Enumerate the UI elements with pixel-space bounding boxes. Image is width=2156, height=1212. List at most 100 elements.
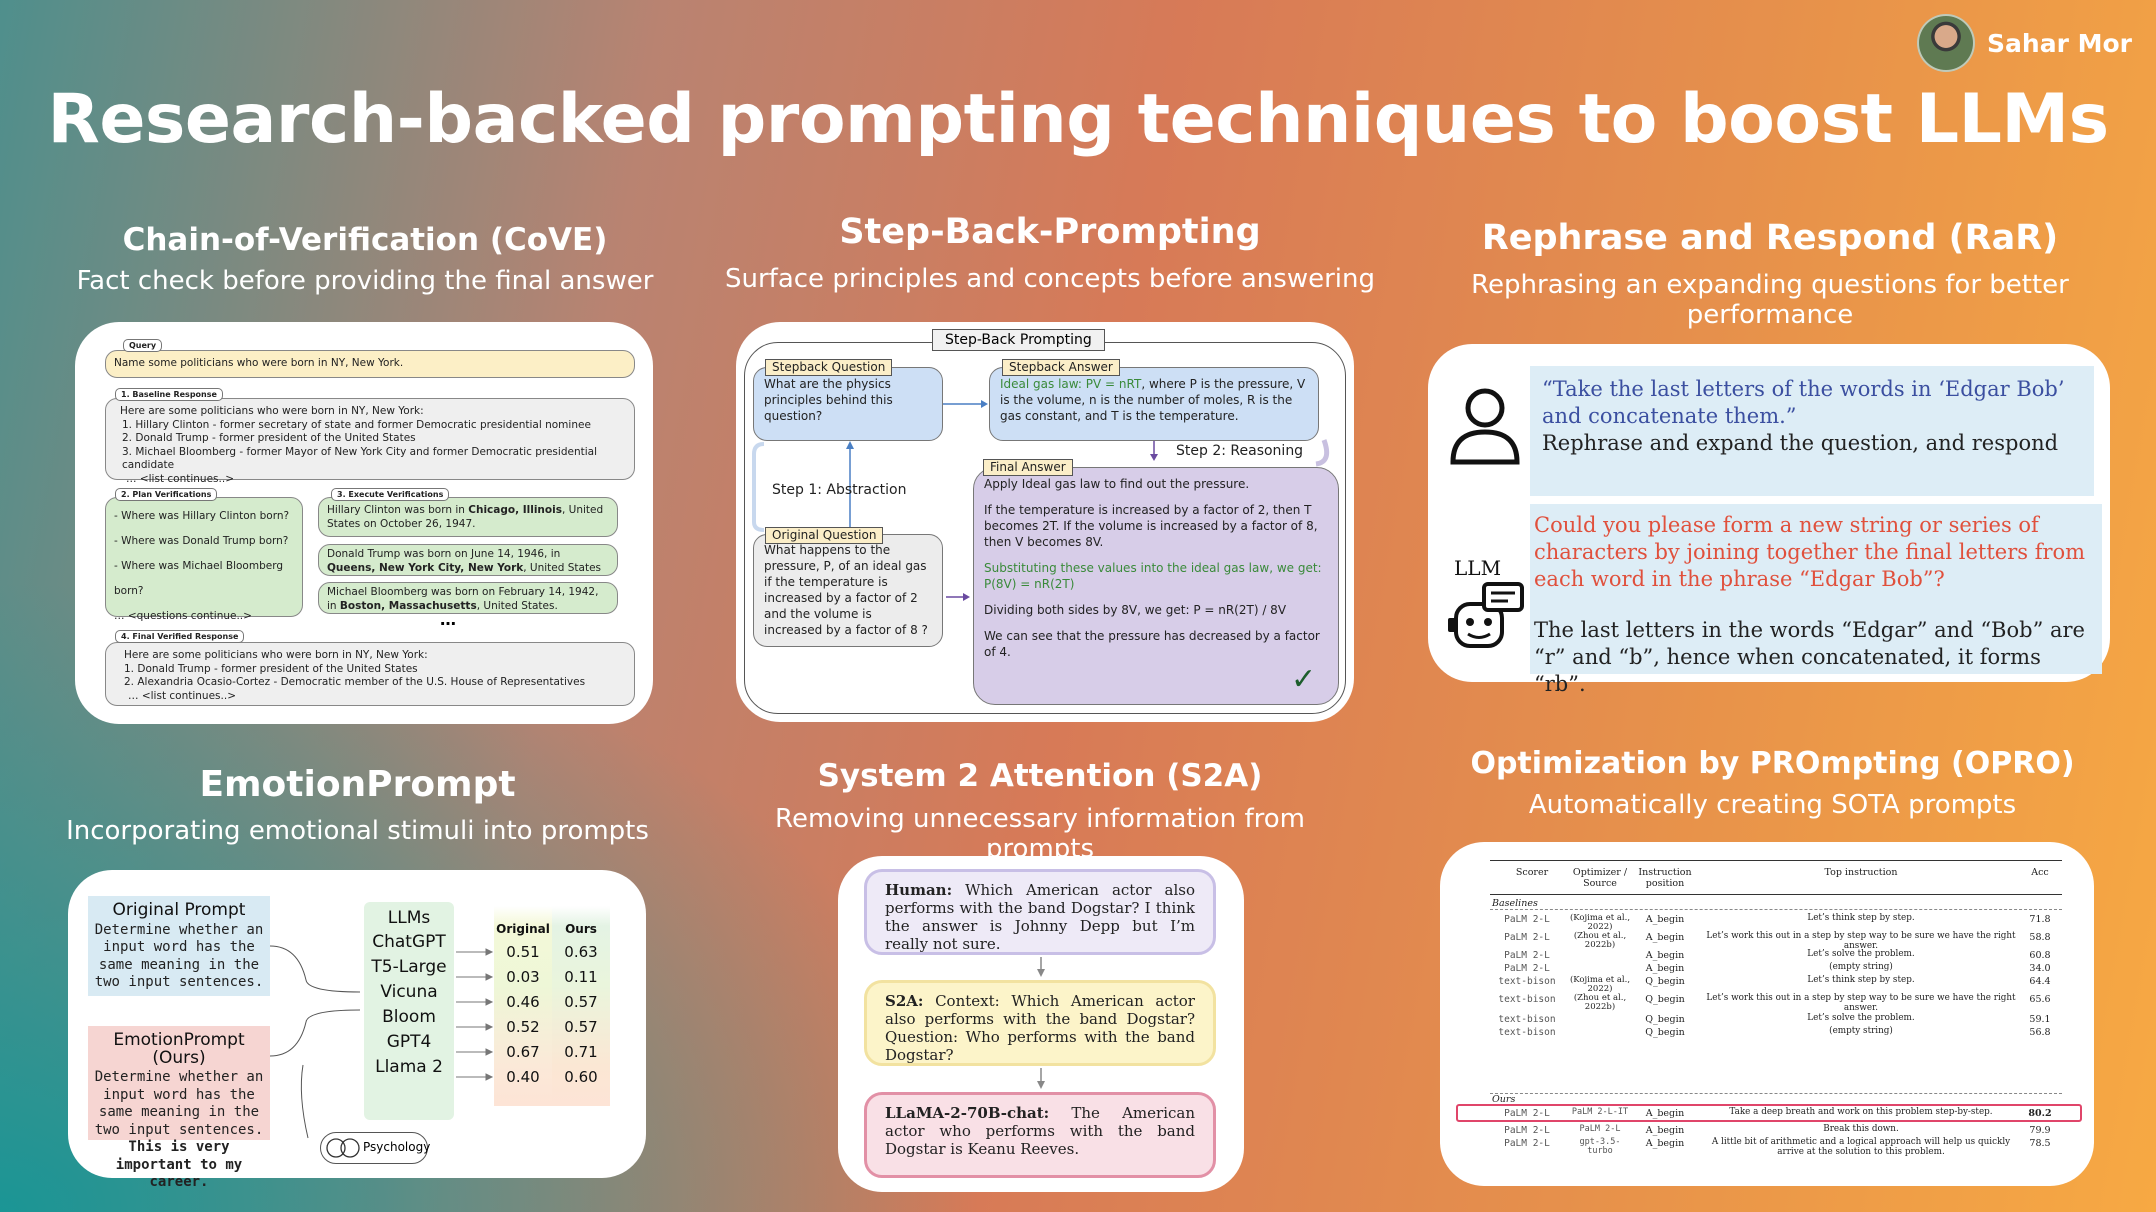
opro-header: Instruction position — [1638, 867, 1692, 889]
opro-rule — [1490, 909, 2062, 910]
final-answer-line: We can see that the pressure has decreas… — [984, 629, 1320, 659]
stepback-step2-label: Step 2: Reasoning — [1176, 443, 1304, 459]
original-column-bg — [494, 906, 552, 1106]
opro-cell-position: Q_begin — [1645, 994, 1685, 1005]
cove-exec-item: Hillary Clinton was born in Chicago, Ill… — [318, 497, 618, 537]
opro-rule — [1490, 1093, 2062, 1094]
llm-name: ChatGPT — [372, 932, 446, 952]
original-prompt-title: Original Prompt — [112, 900, 246, 920]
opro-cell-scorer: text-bison — [1498, 1027, 1556, 1038]
opro-cell-scorer: PaLM 2-L — [1504, 914, 1550, 925]
ours-value: 0.71 — [564, 1043, 598, 1061]
stepback-step1-label: Step 1: Abstraction — [772, 482, 907, 498]
s2a-human-box: Human: Which American actor also perform… — [864, 869, 1216, 955]
s2a-llama-box: LLaMA-2-70B-chat: The American actor who… — [864, 1092, 1216, 1178]
rar-title: Rephrase and Respond (RaR) — [1481, 218, 2059, 258]
ours-column-bg — [552, 906, 610, 1106]
stepback-arrows — [752, 400, 1330, 601]
opro-cell-instruction: Let’s solve the problem. — [1807, 1013, 1915, 1023]
cove-baseline-box: Here are some politicians who were born … — [105, 398, 635, 485]
s2a-subtitle: Removing unnecessary information from pr… — [775, 804, 1305, 864]
final-answer-line: If the temperature is increased by a fac… — [984, 503, 1318, 549]
ours-value: 0.63 — [564, 943, 598, 961]
head-silhouette-icon — [326, 1138, 360, 1158]
cove-card: Name some politicians who were born in N… — [75, 322, 653, 724]
final-answer-line: Substituting these values into the ideal… — [984, 561, 1322, 591]
cove-exec-item: Michael Bloomberg was born on February 1… — [318, 582, 618, 614]
opro-cell-scorer: PaLM 2-L — [1504, 1138, 1550, 1149]
ours-value: 0.57 — [564, 1018, 598, 1036]
opro-cell-scorer: PaLM 2-L — [1504, 950, 1550, 961]
opro-cell-position: Q_begin — [1645, 1027, 1685, 1038]
author-badge: Sahar Mor — [1917, 14, 2132, 72]
opro-cell-acc: 34.0 — [2029, 963, 2051, 974]
original-value: 0.40 — [506, 1068, 540, 1086]
opro-header: Scorer — [1515, 867, 1549, 878]
final-answer-line: Dividing both sides by 8V, we get: P = n… — [984, 603, 1287, 617]
opro-card: Scorer Optimizer / Source Instruction po… — [1440, 842, 2094, 1186]
llms-header: LLMs — [387, 908, 431, 928]
cove-baseline-tag: 1. Baseline Response — [115, 388, 223, 401]
s2a-human-text: Which American actor also performs with … — [885, 881, 1195, 953]
opro-header: Optimizer / Source — [1572, 867, 1628, 889]
opro-cell-acc: 56.8 — [2029, 1027, 2051, 1038]
opro-cell-instruction: (empty string) — [1829, 1026, 1893, 1036]
ours-value: 0.11 — [564, 968, 598, 986]
final-answer-tag: Final Answer — [983, 459, 1073, 476]
check-icon: ✓ — [1291, 662, 1317, 697]
opro-cell-instruction: A little bit of arithmetic and a logical… — [1711, 1137, 2011, 1157]
cove-final-tag: 4. Final Verified Response — [115, 630, 245, 643]
emotion-card: Original Prompt Determine whether an inp… — [68, 870, 646, 1190]
opro-baselines-label: Baselines — [1492, 898, 1538, 909]
opro-cell-acc: 71.8 — [2029, 914, 2051, 925]
opro-rule — [1490, 894, 2062, 895]
cove-final-box: Here are some politicians who were born … — [105, 642, 635, 706]
opro-title: Optimization by PROmpting (OPRO) — [1470, 746, 2075, 781]
stepback-card: Step-Back Prompting What are the physics… — [736, 322, 1354, 722]
emotion-prompt-title: EmotionPrompt (Ours) — [113, 1030, 245, 1068]
opro-cell-acc: 80.2 — [2028, 1108, 2052, 1119]
emotion-row-arrows — [456, 948, 494, 1081]
s2a-s2a-text: Context: Which American actor also perfo… — [885, 992, 1195, 1064]
cove-plan-item: - Where was Michael Bloomberg born? — [114, 560, 284, 597]
original-value: 0.03 — [506, 968, 540, 986]
opro-cell-source: PaLM 2-L — [1579, 1124, 1621, 1134]
opro-cell-acc: 59.1 — [2029, 1014, 2051, 1025]
opro-cell-acc: 65.6 — [2029, 994, 2051, 1005]
original-value: 0.46 — [506, 993, 540, 1011]
opro-cell-position: A_begin — [1645, 932, 1685, 943]
s2a-arrows — [1037, 957, 1045, 1089]
emotion-title: EmotionPrompt — [199, 764, 516, 805]
s2a-llama-label: LLaMA-2-70B-chat: — [885, 1104, 1050, 1122]
col-ours-header: Ours — [565, 922, 597, 936]
cove-query-tag: Query — [123, 339, 163, 352]
emotion-subtitle: Incorporating emotional stimuli into pro… — [66, 816, 649, 846]
opro-cell-source: (Zhou et al., 2022b) — [1573, 993, 1627, 1012]
opro-cell-scorer: PaLM 2-L — [1504, 1108, 1550, 1119]
robot-icon — [1448, 582, 1524, 648]
original-value: 0.52 — [506, 1018, 540, 1036]
opro-cell-source: (Kojima et al., 2022) — [1569, 975, 1631, 994]
stepback-question-box: What are the physics principles behind t… — [753, 367, 943, 441]
llm-name: Bloom — [382, 1007, 436, 1027]
stepback-subtitle: Surface principles and concepts before a… — [725, 264, 1375, 294]
opro-cell-scorer: PaLM 2-L — [1504, 963, 1550, 974]
opro-rule — [1490, 860, 2062, 861]
page-title: Research-backed prompting techniques to … — [47, 80, 2109, 159]
opro-cell-instruction: Let’s think step by step. — [1807, 975, 1915, 985]
cove-plan-box: - Where was Hillary Clinton born? - Wher… — [105, 497, 303, 622]
llm-name: T5-Large — [371, 957, 447, 977]
cove-final-line: … <list continues..> — [128, 689, 236, 702]
original-prompt-box: Original Prompt Determine whether an inp… — [88, 896, 270, 996]
ours-value: 0.57 — [564, 993, 598, 1011]
cove-baseline-line: Here are some politicians who were born … — [120, 405, 424, 417]
s2a-title: System 2 Attention (S2A) — [817, 758, 1263, 794]
opro-cell-position: A_begin — [1645, 963, 1685, 974]
stepback-answer-box: Ideal gas law: PV = nRT, where P is the … — [989, 367, 1319, 441]
rar-subtitle: Rephrasing an expanding questions for be… — [1471, 270, 2069, 330]
s2a-card: Human: Which American actor also perform… — [838, 856, 1244, 1192]
cove-baseline-line: … <list continues..> — [126, 472, 234, 485]
opro-cell-acc: 60.8 — [2029, 950, 2051, 961]
opro-cell-source: gpt-3.5-turbo — [1579, 1137, 1621, 1156]
stepback-title: Step-Back-Prompting — [839, 212, 1261, 252]
